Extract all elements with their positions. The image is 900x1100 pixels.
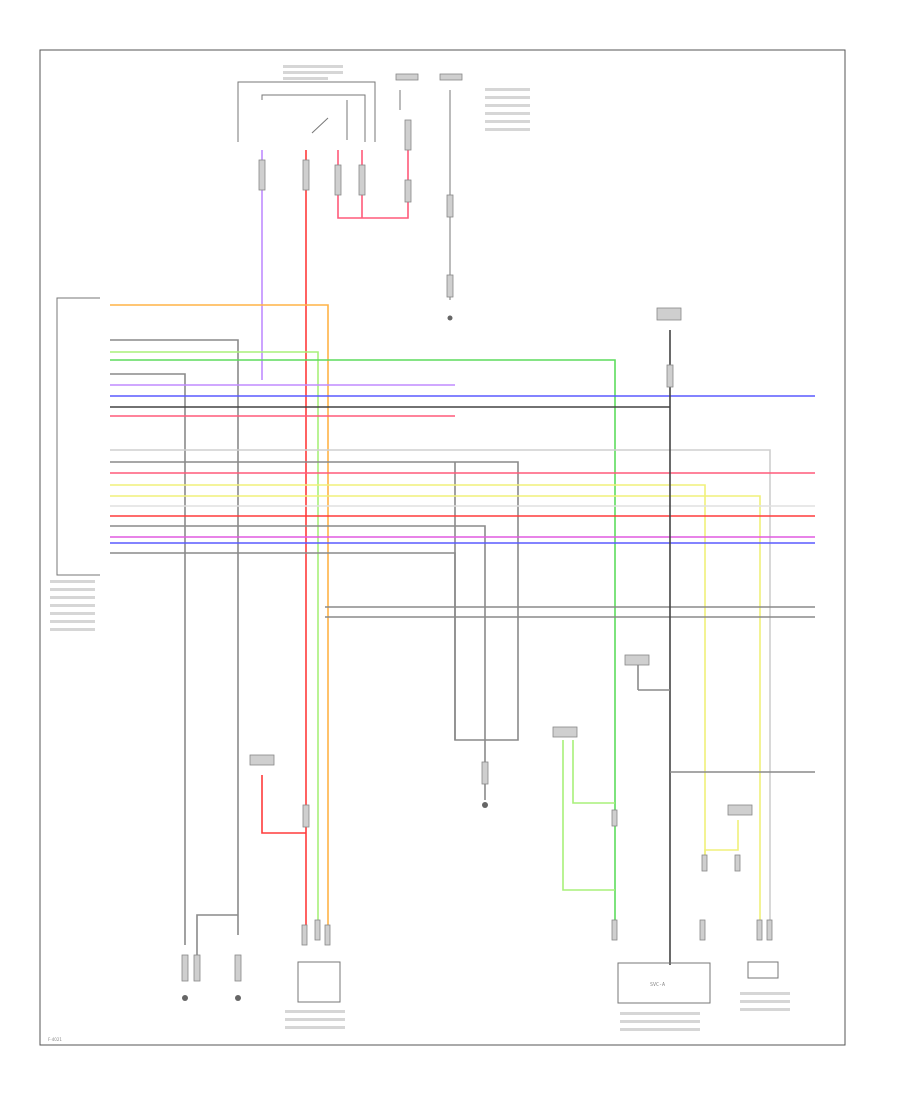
sensor-block-yellow	[727, 804, 753, 816]
connectors	[181, 119, 773, 982]
sensor-block-green	[552, 726, 578, 738]
label-bar-fuse-c	[485, 104, 530, 107]
faint-labels	[50, 65, 790, 1031]
wire-gray-row2	[110, 339, 239, 935]
label-bar-bottom-right-b	[620, 1020, 700, 1023]
label-bar-bottom-right-c	[620, 1028, 700, 1031]
ground-point-left-a	[182, 995, 188, 1001]
label-bar-bottom-center-c	[285, 1026, 345, 1029]
connector-green-a	[611, 809, 618, 827]
label-bar-bottom-right-a	[620, 1012, 700, 1015]
connector-gray-a	[481, 761, 489, 785]
connector-mod-right-b	[699, 919, 706, 941]
wire-green-row4	[110, 359, 616, 935]
label-bar-module-e	[50, 612, 95, 615]
wire-red-ground	[261, 775, 306, 834]
grounds	[182, 307, 753, 1001]
label-bar-module-b	[50, 588, 95, 591]
connector-top-c	[334, 164, 342, 196]
wire-darkgray-row17	[110, 525, 486, 800]
wire-harness	[110, 120, 815, 965]
label-bar-module-f	[50, 620, 95, 623]
label-bar-module-g	[50, 628, 95, 631]
connector-mod-c	[324, 924, 331, 946]
label-bar-module-d	[50, 604, 95, 607]
label-bar-module-c	[50, 596, 95, 599]
connector-yellow-a	[701, 854, 708, 872]
switch-housing-inner	[261, 94, 366, 142]
label-bar-far-right-c	[740, 1008, 790, 1011]
connector-top-d	[358, 164, 366, 196]
connector-top-a	[258, 159, 266, 191]
wire-orange-row1	[110, 304, 329, 935]
label-bar-fuse-e	[485, 120, 530, 123]
connector-mod-right-d	[766, 919, 773, 941]
connector-top-f	[404, 179, 412, 203]
connector-top-b	[302, 159, 310, 191]
label-bar-bottom-center-b	[285, 1018, 345, 1021]
label-bar-fuse-f	[485, 128, 530, 131]
bottom-modules: SVC-A	[297, 961, 779, 1004]
connector-bl-b	[193, 954, 201, 982]
label-bar-far-right-a	[740, 992, 790, 995]
wire-yellow-sensor	[704, 820, 739, 870]
wire-gray-ground-branch	[196, 914, 238, 960]
switch-contact	[311, 117, 329, 134]
wire-gray-row10	[110, 449, 771, 935]
sensor-block-gray	[624, 654, 650, 666]
connector-top-g	[446, 194, 454, 218]
module-left-bracket	[56, 297, 100, 576]
wire-gray-row11	[110, 461, 519, 741]
connector-top-h	[446, 274, 454, 298]
connector-red-a	[302, 804, 310, 828]
wire-gray-row20	[110, 552, 456, 740]
top-switch-assembly	[237, 73, 463, 321]
label-bar-far-right-b	[740, 1000, 790, 1003]
wire-green-row3	[110, 351, 319, 935]
splice-point-top	[447, 315, 453, 321]
ground-point-left-b	[235, 995, 241, 1001]
label-bar-switch-b	[283, 71, 343, 74]
wire-yellow-row14	[110, 495, 761, 935]
connector-mod-right-a	[611, 919, 618, 941]
ground-block-left	[249, 754, 275, 766]
module-right-code: SVC-A	[650, 982, 665, 988]
connector-mod-a	[301, 924, 308, 946]
fuse-a	[395, 73, 419, 81]
label-bar-switch-a	[283, 65, 343, 68]
connector-mod-b	[314, 919, 321, 941]
connector-top-e	[404, 119, 412, 151]
module-bottom-far-right	[747, 961, 779, 979]
ground-point-center	[482, 802, 488, 808]
wire-green-sensor-b	[572, 740, 615, 804]
module-bottom-right	[617, 962, 711, 1004]
label-bar-module-a	[50, 580, 95, 583]
switch-housing-outer	[237, 81, 376, 142]
figure-id: F-4021	[48, 1037, 62, 1042]
label-bar-bottom-center-a	[285, 1010, 345, 1013]
wire-yellow-row13	[110, 484, 706, 870]
module-bottom-center	[297, 961, 341, 1003]
connector-bl-c	[234, 954, 242, 982]
connector-bl-a	[181, 954, 189, 982]
connector-mod-right-c	[756, 919, 763, 941]
sensor-block-trunk	[656, 307, 682, 321]
wire-gray-row5	[110, 373, 186, 945]
label-bar-fuse-d	[485, 112, 530, 115]
wire-green-sensor-a	[562, 740, 615, 891]
label-bar-fuse-a	[485, 88, 530, 91]
diagram-border	[39, 49, 846, 1046]
label-bar-fuse-b	[485, 96, 530, 99]
connector-trunk-a	[666, 364, 674, 388]
control-module-left	[56, 297, 100, 576]
fuse-b	[439, 73, 463, 81]
label-bar-switch-c	[283, 77, 328, 80]
wire-red-top-loop	[337, 120, 409, 219]
connector-yellow-b	[734, 854, 741, 872]
